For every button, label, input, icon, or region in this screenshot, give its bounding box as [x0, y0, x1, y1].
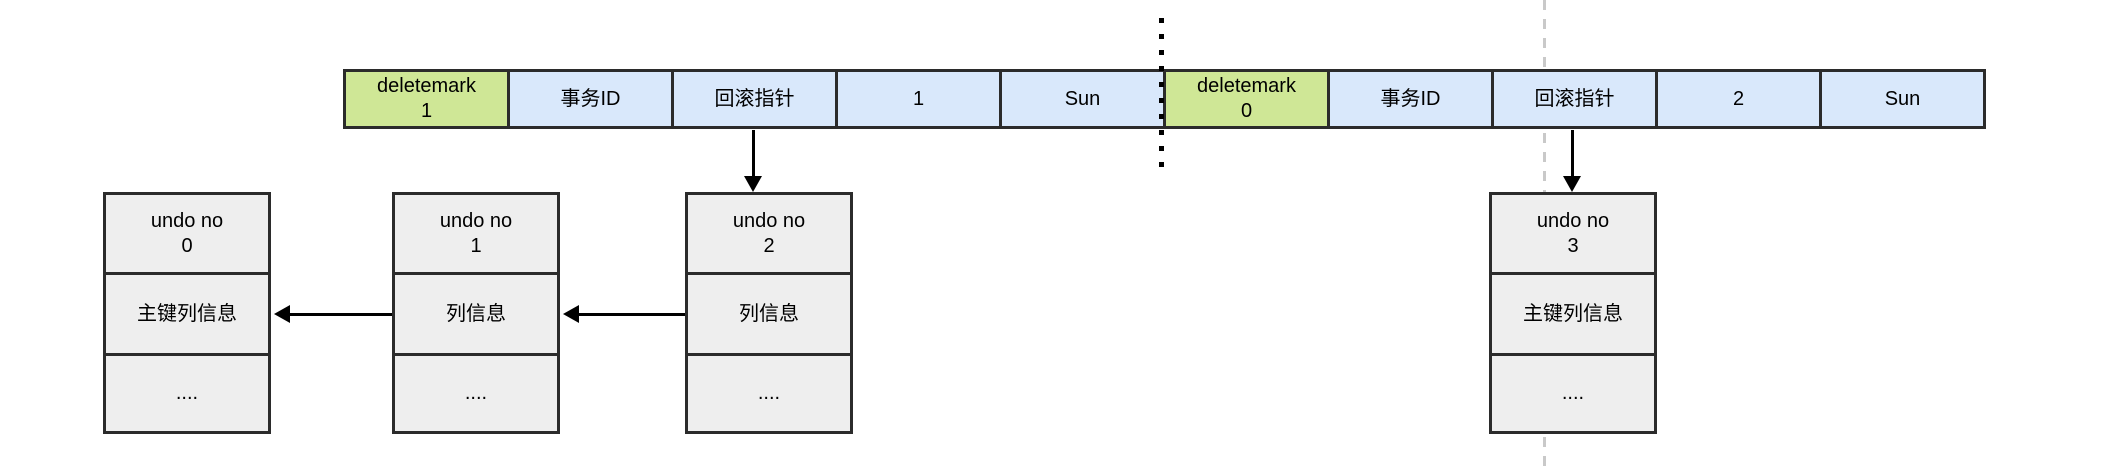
- chain-arrow-1-to-0-head: [274, 305, 290, 323]
- undo-box-2-more: ....: [688, 353, 850, 431]
- record2-cell-trx-id: 事务ID: [1327, 69, 1494, 129]
- record2-cell-deletemark: deletemark 0: [1163, 69, 1330, 129]
- cell-label: 回滚指针: [1534, 87, 1615, 110]
- record-row-1: deletemark 1 事务ID 回滚指针 1 Sun: [343, 69, 1166, 129]
- column-info-label: 列信息: [446, 302, 506, 325]
- dotted-record-separator: [1159, 18, 1164, 174]
- undo-no-number: 0: [181, 234, 193, 257]
- ellipsis-label: ....: [1561, 382, 1585, 404]
- undo-no-number: 1: [470, 234, 482, 257]
- undo-no-label: undo no: [732, 209, 806, 232]
- column-info-label: 主键列信息: [1523, 302, 1623, 325]
- undo-box-2: undo no 2 列信息 ....: [685, 192, 853, 434]
- undo-box-3-more: ....: [1492, 353, 1654, 431]
- rollback-arrow-2-head: [1563, 176, 1581, 192]
- cell-value: Sun: [1884, 87, 1921, 110]
- undo-box-1-header: undo no 1: [395, 195, 557, 272]
- column-info-label: 列信息: [739, 302, 799, 325]
- undo-box-0-info: 主键列信息: [106, 272, 268, 353]
- cell-value: 2: [1732, 87, 1745, 110]
- cell-label: 事务ID: [560, 87, 621, 110]
- undo-box-0: undo no 0 主键列信息 ....: [103, 192, 271, 434]
- column-info-label: 主键列信息: [137, 302, 237, 325]
- record1-cell-rollback-pointer: 回滚指针: [671, 69, 838, 129]
- record2-cell-id-value: 2: [1655, 69, 1822, 129]
- chain-arrow-1-to-0-line: [289, 313, 392, 316]
- chain-arrow-2-to-1-line: [578, 313, 685, 316]
- cell-label: deletemark: [377, 75, 476, 97]
- undo-box-1-info: 列信息: [395, 272, 557, 353]
- undo-box-3-header: undo no 3: [1492, 195, 1654, 272]
- undo-box-1-more: ....: [395, 353, 557, 431]
- undo-box-3: undo no 3 主键列信息 ....: [1489, 192, 1657, 434]
- record1-cell-deletemark: deletemark 1: [343, 69, 510, 129]
- undo-no-number: 3: [1567, 234, 1579, 257]
- cell-value: Sun: [1064, 87, 1101, 110]
- rollback-arrow-1-line: [752, 130, 755, 176]
- undo-box-1: undo no 1 列信息 ....: [392, 192, 560, 434]
- chain-arrow-2-to-1-head: [563, 305, 579, 323]
- undo-box-3-info: 主键列信息: [1492, 272, 1654, 353]
- undo-no-label: undo no: [439, 209, 513, 232]
- cell-label: 事务ID: [1380, 87, 1441, 110]
- cell-label: deletemark: [1197, 75, 1296, 97]
- undo-no-number: 2: [763, 234, 775, 257]
- undo-no-label: undo no: [150, 209, 224, 232]
- rollback-arrow-1-head: [744, 176, 762, 192]
- rollback-arrow-2-line: [1571, 130, 1574, 176]
- record-row-2: deletemark 0 事务ID 回滚指针 2 Sun: [1163, 69, 1986, 129]
- undo-box-2-header: undo no 2: [688, 195, 850, 272]
- undo-box-0-more: ....: [106, 353, 268, 431]
- ellipsis-label: ....: [175, 382, 199, 404]
- ellipsis-label: ....: [757, 382, 781, 404]
- undo-no-label: undo no: [1536, 209, 1610, 232]
- record1-cell-id-value: 1: [835, 69, 1002, 129]
- cell-value: 1: [420, 100, 433, 122]
- cell-value: 1: [912, 87, 925, 110]
- undo-box-2-info: 列信息: [688, 272, 850, 353]
- cell-value: 0: [1240, 100, 1253, 122]
- record1-cell-trx-id: 事务ID: [507, 69, 674, 129]
- record2-cell-name-value: Sun: [1819, 69, 1986, 129]
- undo-box-0-header: undo no 0: [106, 195, 268, 272]
- record1-cell-name-value: Sun: [999, 69, 1166, 129]
- cell-label: 回滚指针: [714, 87, 795, 110]
- record2-cell-rollback-pointer: 回滚指针: [1491, 69, 1658, 129]
- ellipsis-label: ....: [464, 382, 488, 404]
